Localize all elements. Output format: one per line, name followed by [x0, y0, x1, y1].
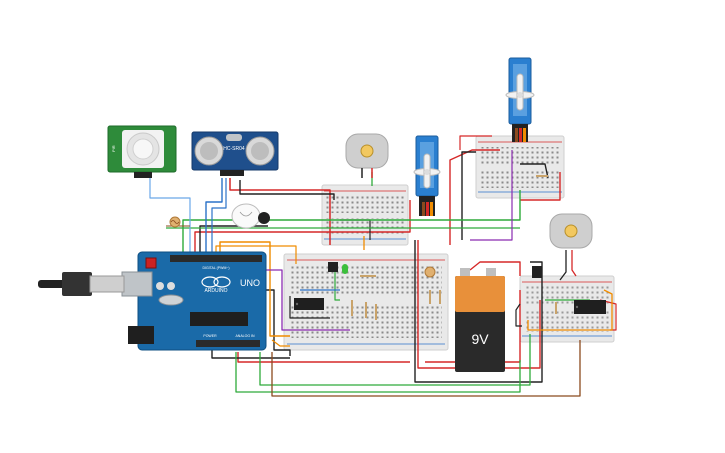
usb-cable-icon — [38, 272, 125, 296]
pir-sensor: PIR — [107, 125, 177, 178]
board-brand-label: ARDUINO — [204, 288, 227, 294]
dc-motor-icon — [549, 213, 593, 249]
transistor-icon — [328, 262, 338, 272]
ic-chip-icon — [574, 300, 606, 314]
servo-icon — [413, 135, 441, 216]
lightbulb-icon — [231, 203, 270, 229]
servo-icon — [505, 57, 535, 142]
pir-label: PIR — [111, 145, 116, 152]
ultrasonic-label: HC-SR04 — [223, 146, 245, 152]
digital-header-label: DIGITAL (PWM~) — [202, 266, 229, 270]
battery-9v: 9V — [455, 268, 505, 372]
board-model-label: UNO — [240, 278, 260, 288]
analog-header-label: ANALOG IN — [235, 334, 255, 338]
breadboard-small-center — [321, 184, 409, 246]
arduino-uno-board: ARDUINO UNO DIGITAL (PWM~) POWER ANALOG … — [121, 251, 267, 351]
ultrasonic-sensor: HC-SR04 — [191, 131, 279, 176]
photoresistor-icon — [169, 216, 181, 228]
battery-label: 9V — [471, 331, 489, 347]
dc-motor-icon — [345, 133, 389, 178]
resistor-icon — [351, 175, 557, 320]
transistor-icon — [532, 266, 542, 278]
wires — [149, 135, 617, 397]
photoresistor-icon — [424, 266, 436, 278]
breadboard-small-top-right — [475, 135, 565, 199]
ic-chip-icon — [294, 298, 324, 310]
power-header-label: POWER — [203, 334, 217, 338]
led-icon — [342, 264, 348, 274]
